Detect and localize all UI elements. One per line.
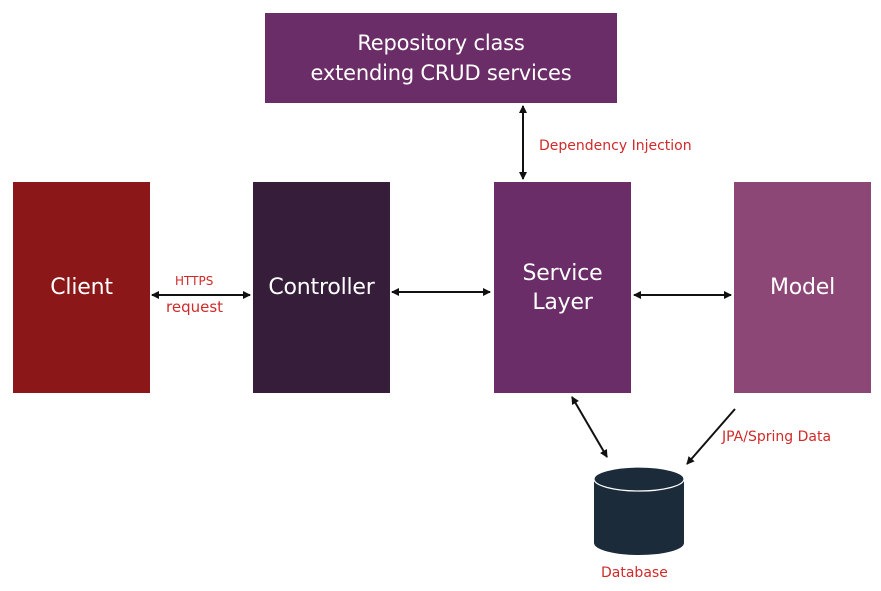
- database-label: Database: [601, 565, 668, 581]
- model-label: Model: [769, 275, 836, 300]
- service-layer-label: Service Layer: [522, 260, 603, 315]
- https-label: HTTPS: [175, 274, 214, 288]
- jpa-spring-data-label: JPA/Spring Data: [722, 429, 832, 445]
- arrow-service-database: [571, 396, 608, 458]
- repository-class-label: Repository class extending CRUD services: [310, 31, 572, 85]
- service-layer-box: Service Layer: [494, 182, 631, 393]
- repository-class-box: Repository class extending CRUD services: [265, 13, 617, 103]
- arrow-model-database: [686, 408, 736, 465]
- database-cylinder-body: [594, 479, 684, 555]
- database-cylinder-top: [593, 466, 685, 492]
- dependency-injection-label: Dependency Injection: [539, 138, 692, 154]
- request-label: request: [166, 298, 224, 316]
- controller-box: Controller: [253, 182, 390, 393]
- client-label: Client: [50, 275, 113, 300]
- database-cylinder: [593, 466, 685, 555]
- controller-label: Controller: [268, 275, 375, 300]
- client-box: Client: [13, 182, 150, 393]
- model-box: Model: [734, 182, 871, 393]
